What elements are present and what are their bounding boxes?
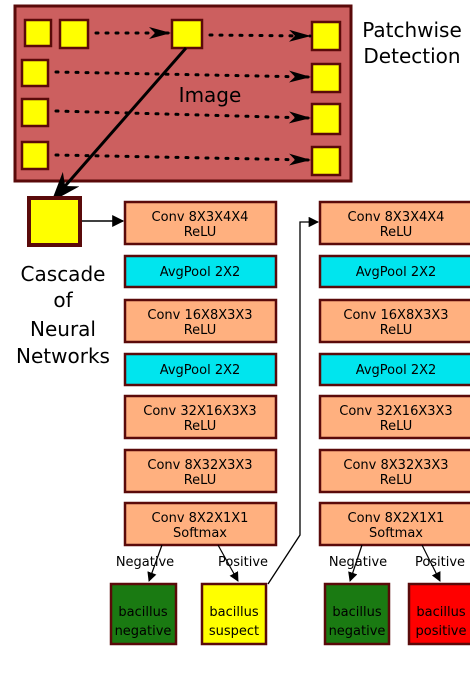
network2-output-positive-line2: positive (416, 624, 467, 639)
patch (20, 97, 50, 128)
network1-layer-6-line1: Conv 8X2X1X1 (152, 511, 249, 526)
network1-layer-5-line2: ReLU (184, 473, 217, 488)
network1-layer-2 (123, 298, 278, 344)
patch (20, 58, 50, 88)
network2-layer-6-line2: Softmax (369, 526, 423, 541)
title-line2: Detection (363, 44, 460, 68)
network1-output-negative-line2: negative (115, 624, 172, 639)
scan-arrow (54, 109, 312, 124)
network2-negative-arrow (348, 544, 363, 582)
network1-layer-0 (123, 200, 278, 246)
side-label-line1: Cascade (21, 262, 106, 286)
network2-layer-2 (318, 298, 470, 344)
network2-layer-5-line2: ReLU (380, 473, 413, 488)
network1-layer-3-line1: AvgPool 2X2 (160, 363, 241, 378)
network2-layer-3-line1: AvgPool 2X2 (356, 363, 437, 378)
network1-layer-6 (123, 501, 278, 547)
scan-arrow (208, 29, 312, 42)
network2-layer-4-line1: Conv 32X16X3X3 (339, 404, 452, 419)
network2-layer-1-line1: AvgPool 2X2 (356, 265, 437, 280)
network2-output-negative-line2: negative (329, 624, 386, 639)
network1-output-suspect (200, 582, 268, 646)
network2-branch-positive: Positive (415, 555, 465, 570)
network1-layer-3 (123, 352, 278, 387)
network2-layer-0 (318, 200, 470, 246)
patch-grid (20, 18, 342, 177)
network2-layer-1 (318, 254, 470, 289)
network2-output-positive-line1: bacillus (416, 605, 465, 620)
extracted-patch (27, 196, 82, 247)
extract-arrow (50, 47, 188, 202)
network2-layer-6 (318, 501, 470, 547)
network2-layer-2-line2: ReLU (380, 323, 413, 338)
network2-layer-4-line2: ReLU (380, 419, 413, 434)
patch (58, 18, 90, 50)
patch (20, 140, 50, 171)
title-line1: Patchwise (362, 18, 462, 42)
network2-layer-0-line2: ReLU (380, 225, 413, 240)
network2-layer-2-line1: Conv 16X8X3X3 (343, 308, 448, 323)
network2-layer-5-line1: Conv 8X32X3X3 (343, 458, 448, 473)
network1-output-negative (109, 582, 178, 646)
network2-labels: Conv 8X3X4X4 ReLU AvgPool 2X2 Conv 16X8X… (339, 210, 452, 541)
network1-layer-1 (123, 254, 278, 289)
patch (310, 102, 342, 136)
network1-output-suspect-line1: bacillus (209, 605, 258, 620)
network1-layer-5-line1: Conv 8X32X3X3 (147, 458, 252, 473)
patch (310, 145, 342, 177)
side-label-line2: of (53, 288, 73, 312)
network1-layer-2-line2: ReLU (184, 323, 217, 338)
network1-layer-0-line2: ReLU (184, 225, 217, 240)
network1-layers (123, 200, 278, 547)
network1-branch-negative: Negative (116, 555, 174, 570)
network1-positive-arrow (217, 544, 239, 582)
network2-layer-4 (318, 394, 470, 440)
network2-layer-0-line1: Conv 8X3X4X4 (348, 210, 445, 225)
network1-layer-4 (123, 394, 278, 440)
network1-layer-2-line1: Conv 16X8X3X3 (147, 308, 252, 323)
network1-output-suspect-line2: suspect (209, 624, 259, 639)
scan-arrow (54, 70, 312, 83)
network2-output-negative-line1: bacillus (332, 605, 381, 620)
scan-arrow (54, 153, 312, 166)
network2-positive-arrow (421, 544, 441, 582)
scan-arrows (54, 27, 312, 166)
patch (310, 20, 342, 52)
side-label-line4: Networks (16, 344, 110, 368)
network2-output-negative (323, 582, 391, 646)
suspect-to-network2-arrow (267, 216, 320, 585)
network2-layer-5 (318, 448, 470, 494)
network1-output-negative-line1: bacillus (118, 605, 167, 620)
network1-layer-6-line2: Softmax (173, 526, 227, 541)
network1-negative-arrow (147, 544, 163, 582)
network2-output-positive (407, 582, 470, 646)
network2-layer-3 (318, 352, 470, 387)
patch (170, 18, 204, 50)
network2-branch-negative: Negative (329, 555, 387, 570)
network1-layer-4-line2: ReLU (184, 419, 217, 434)
network1-layer-4-line1: Conv 32X16X3X3 (143, 404, 256, 419)
patch (310, 62, 342, 94)
image-label: Image (179, 83, 242, 107)
network2-layer-6-line1: Conv 8X2X1X1 (348, 511, 445, 526)
patch (23, 18, 53, 48)
network2-layers (318, 200, 470, 547)
network1-layer-5 (123, 448, 278, 494)
network1-layer-1-line1: AvgPool 2X2 (160, 265, 241, 280)
side-label-line3: Neural (30, 317, 96, 341)
network1-layer-0-line1: Conv 8X3X4X4 (152, 210, 249, 225)
network1-labels: Conv 8X3X4X4 ReLU AvgPool 2X2 Conv 16X8X… (143, 210, 256, 541)
side-label: Cascade of Neural Networks (16, 262, 110, 368)
